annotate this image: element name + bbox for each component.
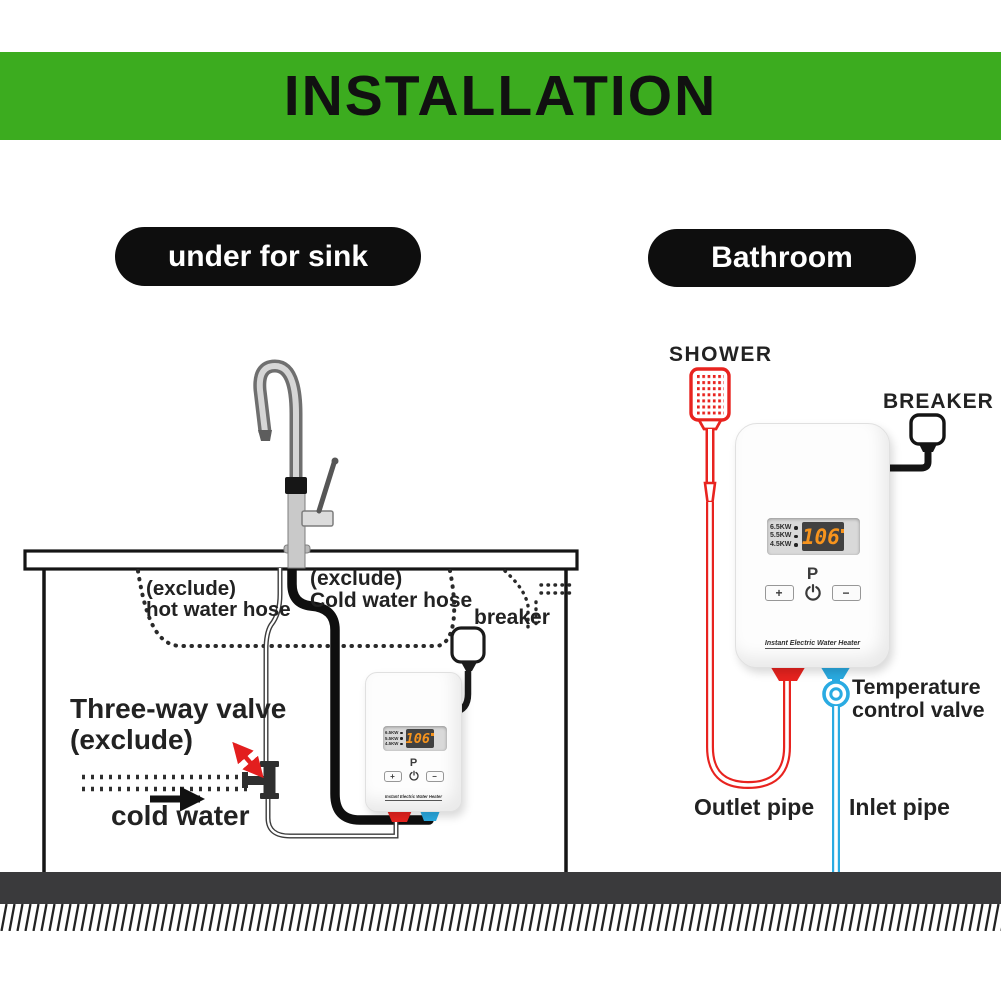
temperature-valve-note: Temperature control valve <box>852 676 985 722</box>
power-option: 6.5KW <box>770 523 792 531</box>
faucet <box>253 359 339 569</box>
three-way-valve-note: Three-way valve (exclude) <box>70 693 286 755</box>
floor-hatch <box>0 904 1001 931</box>
temperature-readout: 106 <box>801 522 844 551</box>
power-option: 4.5KW <box>385 741 399 747</box>
water-heater-under-sink: 6.5KW 5.5KW 4.5KW 106 P + − Instant Elec… <box>365 672 462 812</box>
breaker-box-left <box>450 626 486 716</box>
cold-hose-note: (exclude) Cold water hose <box>310 568 472 612</box>
cold-supply-dotted-lines <box>82 774 247 792</box>
cold-water-hose-pipe <box>287 569 434 825</box>
program-label: P <box>806 564 819 583</box>
breaker-label-left: breaker <box>474 606 550 629</box>
temperature-valve-note-line1: Temperature <box>852 675 981 699</box>
faucet-spout-tip <box>258 430 272 441</box>
section-pill-bathroom-label: Bathroom <box>711 241 853 274</box>
brand-text: Instant Electric Water Heater <box>385 794 442 801</box>
page-title: INSTALLATION <box>283 64 718 128</box>
power-options: 6.5KW 5.5KW 4.5KW <box>385 730 403 747</box>
heater-display: 6.5KW 5.5KW 4.5KW 106 <box>767 518 860 555</box>
three-way-valve-note-line2: (exclude) <box>70 724 193 755</box>
hot-hose-note-line2: hot water hose <box>146 598 291 621</box>
unit-indicator <box>431 733 434 736</box>
valve-pointer-arrow-icon <box>232 741 264 779</box>
cold-hose-note-line1: (exclude) <box>310 567 403 590</box>
plus-button: + <box>764 585 794 601</box>
sink-bowl-dotted-outline <box>136 569 457 648</box>
temperature-readout: 106 <box>405 729 434 748</box>
power-indicator-dot <box>794 526 798 530</box>
cold-water-label: cold water <box>111 800 250 831</box>
power-indicator-dot <box>400 737 403 740</box>
shower-head-icon <box>689 367 731 431</box>
breaker-label-right: BREAKER <box>883 390 994 413</box>
unit-indicator <box>840 528 844 533</box>
three-way-valve-note-line1: Three-way valve <box>70 693 287 724</box>
heater-display: 6.5KW 5.5KW 4.5KW 106 <box>383 726 447 751</box>
temperature-valve-note-line2: control valve <box>852 698 985 722</box>
power-option: 6.5KW <box>385 730 399 736</box>
outlet-pipe-label: Outlet pipe <box>694 794 815 820</box>
section-pill-under-sink-label: under for sink <box>167 239 369 273</box>
breaker-dotted-wire <box>503 569 576 634</box>
minus-button: − <box>831 585 861 601</box>
power-option: 4.5KW <box>770 540 792 548</box>
power-indicator-dot <box>794 543 798 547</box>
minus-button: − <box>425 770 444 782</box>
hot-hose-note: (exclude) hot water hose <box>146 578 291 620</box>
section-pill-bathroom: Bathroom <box>648 229 916 287</box>
breaker-box-right <box>888 413 946 472</box>
hot-water-hose-pipe <box>263 568 399 839</box>
program-label: P <box>409 757 418 769</box>
power-indicator-dot <box>794 534 798 539</box>
title-banner: INSTALLATION <box>0 52 1001 140</box>
inlet-pipe-label: Inlet pipe <box>849 794 950 820</box>
power-options: 6.5KW 5.5KW 4.5KW <box>770 524 798 550</box>
cold-hose-note-line2: Cold water hose <box>310 589 473 612</box>
three-way-valve-icon <box>242 761 279 799</box>
shower-hose-outlet-pipe <box>703 429 791 790</box>
faucet-handle <box>316 460 337 514</box>
brand-text: Instant Electric Water Heater <box>764 640 861 649</box>
floor-bar <box>0 872 1001 904</box>
shower-label: SHOWER <box>669 343 773 366</box>
water-heater-bathroom: 6.5KW 5.5KW 4.5KW 106 P + − Instant Elec… <box>735 423 890 668</box>
outlet-tap <box>769 664 807 681</box>
power-button-icon <box>803 583 823 603</box>
power-indicator-dot <box>400 743 403 746</box>
plus-button: + <box>383 770 402 782</box>
heater-buttons: + − <box>736 583 889 603</box>
power-option: 5.5KW <box>770 532 792 540</box>
power-indicator-dot <box>400 731 403 734</box>
section-pill-under-sink: under for sink <box>115 227 421 286</box>
power-option: 5.5KW <box>385 735 399 741</box>
temperature-control-valve-icon <box>822 678 850 708</box>
power-button-icon <box>408 770 420 782</box>
hot-hose-note-line1: (exclude) <box>146 577 236 600</box>
heater-buttons: + − <box>366 770 461 782</box>
